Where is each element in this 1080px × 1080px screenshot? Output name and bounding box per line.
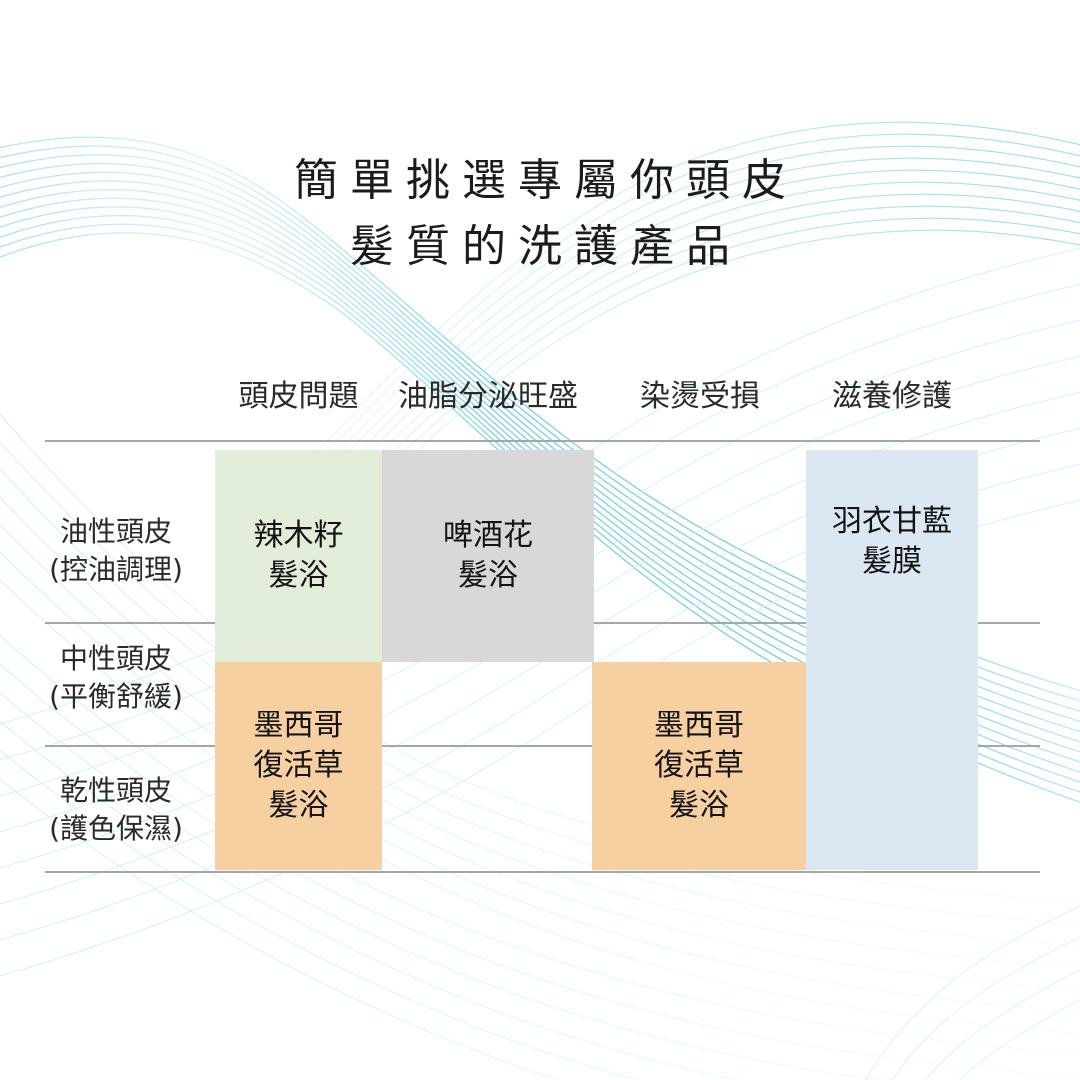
cell-kale-hair-mask[interactable]: 羽衣甘藍 髮膜 — [806, 450, 978, 870]
row-label-dry-scalp-main: 乾性頭皮 — [59, 774, 172, 807]
page-title-line-2: 髮質的洗護產品 — [350, 221, 742, 272]
grid-line-bottom — [45, 871, 1040, 873]
row-label-oily-scalp-sub: (控油調理) — [49, 553, 183, 586]
cell-mexican-resurrection-plant-hair-bath-scalp-problem[interactable]: 墨西哥 復活草 髮浴 — [215, 662, 382, 870]
row-label-neutral-scalp-sub: (平衡舒緩) — [49, 680, 183, 713]
cell-mexican-resurrection-plant-hair-bath-scalp-problem-label: 墨西哥 復活草 髮浴 — [253, 708, 344, 823]
page-title-line-1: 簡單挑選專屬你頭皮 — [294, 155, 798, 206]
cell-mexican-resurrection-plant-hair-bath-color-perm-damage[interactable]: 墨西哥 復活草 髮浴 — [592, 662, 806, 870]
cell-hops-hair-bath[interactable]: 啤酒花 髮浴 — [382, 450, 594, 662]
grid-line-row-2-3 — [45, 745, 1040, 747]
row-label-dry-scalp-sub: (護色保濕) — [49, 812, 183, 845]
grid-line-top — [45, 440, 1040, 442]
cell-mexican-resurrection-plant-hair-bath-color-perm-damage-label: 墨西哥 復活草 髮浴 — [654, 708, 744, 823]
column-header-color-perm-damage: 染燙受損 — [640, 379, 760, 414]
page-title: 簡單挑選專屬你頭皮 髮質的洗護產品 — [0, 148, 1080, 280]
cell-moringa-seed-hair-bath-label: 辣木籽 髮浴 — [253, 518, 344, 593]
cell-hops-hair-bath-label: 啤酒花 髮浴 — [443, 518, 533, 593]
row-label-oily-scalp-main: 油性頭皮 — [59, 515, 172, 548]
row-label-neutral-scalp-main: 中性頭皮 — [59, 642, 172, 675]
row-label-neutral-scalp: 中性頭皮 (平衡舒緩) — [18, 640, 214, 716]
column-header-nourish-repair: 滋養修護 — [832, 379, 952, 414]
column-header-excess-oil: 油脂分泌旺盛 — [398, 379, 578, 414]
row-label-oily-scalp: 油性頭皮 (控油調理) — [18, 513, 214, 589]
cell-moringa-seed-hair-bath[interactable]: 辣木籽 髮浴 — [215, 450, 382, 662]
cell-kale-hair-mask-label: 羽衣甘藍 髮膜 — [832, 504, 952, 579]
row-label-dry-scalp: 乾性頭皮 (護色保濕) — [18, 772, 214, 848]
column-header-scalp-problem: 頭皮問題 — [238, 379, 359, 414]
